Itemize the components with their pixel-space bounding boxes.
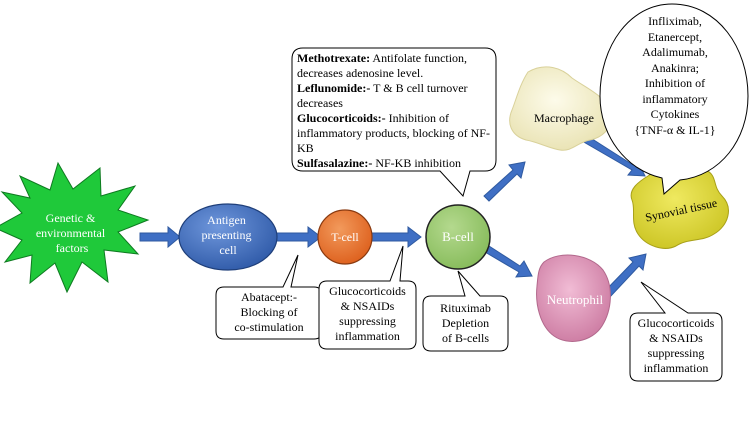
rituximab-text: Rituximab Depletion of B-cells xyxy=(440,301,491,345)
arrow-antigen-to-tcell xyxy=(274,225,322,249)
drug-sulfasalazine: Sulfasalazine:- NF-KB inhibition xyxy=(297,156,462,170)
biologics-callout xyxy=(599,3,749,195)
neutrophil-label: Neutrophil xyxy=(547,292,604,307)
drug-glucocorticoids: Glucocorticoids:- Inhibition of inflamma… xyxy=(297,111,490,155)
arrow-bcell-to-macrophage xyxy=(483,161,526,202)
drug-mechanisms-text: Methotrexate: Antifolate function, decre… xyxy=(297,51,493,171)
t-cell-label: T-cell xyxy=(331,230,359,244)
arrow-neutrophil-to-synovial xyxy=(603,253,647,298)
arrow-bcell-to-neutrophil xyxy=(484,245,533,278)
abatacept-text: Abatacept:- Blocking of co-stimulation xyxy=(234,290,304,334)
rituximab-callout xyxy=(422,270,509,352)
b-cell xyxy=(425,204,491,270)
glucocorticoids-nsaids-text-right: Glucocorticoids & NSAIDs suppressing inf… xyxy=(637,316,715,375)
t-cell xyxy=(317,209,373,265)
antigen-presenting-cell-label: Antigen presenting cell xyxy=(202,213,255,257)
arrow-tcell-to-bcell xyxy=(369,225,422,249)
synovial-tissue xyxy=(630,165,729,249)
drug-leflunomide: Leflunomide:- T & B cell turnover decrea… xyxy=(297,81,468,110)
glucocorticoids-nsaids-callout-middle xyxy=(318,245,417,350)
genetic-factors-label: Genetic & environmental factors xyxy=(36,211,108,255)
macrophage xyxy=(509,66,612,151)
macrophage-label: Macrophage xyxy=(534,111,594,125)
drug-mechanisms-callout xyxy=(291,47,497,197)
biologics-text: Infliximab, Etanercept, Adalimumab, Anak… xyxy=(634,14,716,137)
antigen-presenting-cell xyxy=(178,203,278,271)
genetic-factors-starburst xyxy=(0,161,150,294)
b-cell-label: B-cell xyxy=(442,229,474,244)
glucocorticoids-nsaids-callout-right xyxy=(629,281,723,382)
arrow-genetic-to-antigen xyxy=(139,225,181,249)
drug-methotrexate: Methotrexate: Antifolate function, decre… xyxy=(297,51,468,80)
neutrophil xyxy=(536,254,611,342)
glucocorticoids-nsaids-text-middle: Glucocorticoids & NSAIDs suppressing inf… xyxy=(329,284,406,343)
